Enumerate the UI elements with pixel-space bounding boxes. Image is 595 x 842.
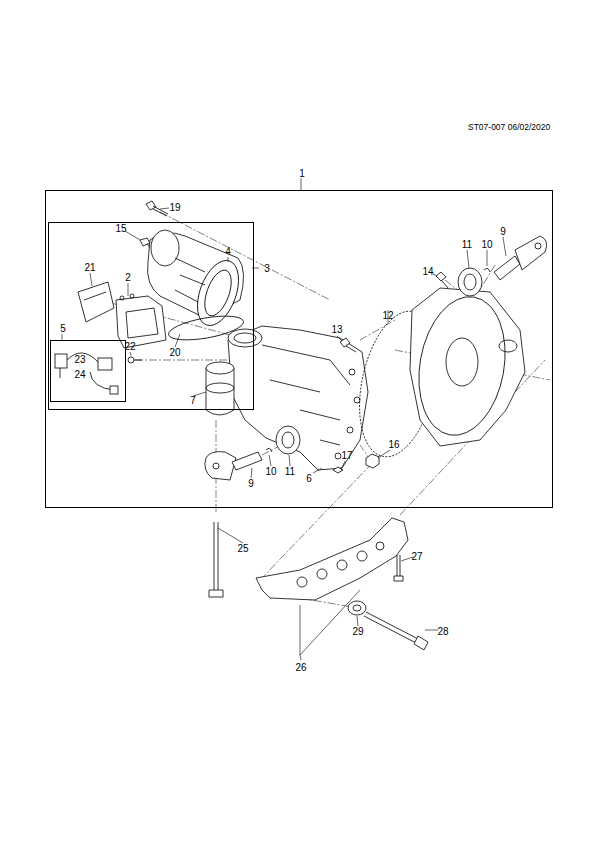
center-line — [100, 212, 550, 608]
gear-housing — [228, 326, 368, 470]
callout-number: 26 — [295, 663, 306, 673]
callout-number: 7 — [190, 396, 196, 406]
crossmember — [256, 518, 408, 600]
group-frame: 35 — [48, 222, 254, 410]
callout-number: 23 — [74, 355, 85, 365]
callout-number: 17 — [341, 451, 352, 461]
group-frame: 5 — [50, 340, 126, 402]
bolt — [340, 338, 356, 352]
callout-number: 10 — [265, 467, 276, 477]
callout-number: 6 — [306, 474, 312, 484]
callout-number: 2 — [125, 273, 131, 283]
callout-number: 5 — [60, 324, 66, 334]
callout-number: 3 — [264, 264, 270, 274]
bushing — [348, 601, 366, 615]
bolt — [394, 555, 403, 581]
callout-number: 22 — [124, 342, 135, 352]
bolt — [146, 201, 168, 216]
callout-number: 20 — [169, 348, 180, 358]
callout-number: 24 — [74, 370, 85, 380]
callout-number: 4 — [225, 247, 231, 257]
pitman-shaft — [205, 452, 262, 480]
bushing — [206, 362, 234, 415]
callout-number: 28 — [437, 627, 448, 637]
cover — [408, 288, 525, 446]
callout-number: 15 — [115, 224, 126, 234]
callout-number: 27 — [411, 552, 422, 562]
callout-number: 12 — [382, 311, 393, 321]
bolt — [436, 272, 448, 288]
callout-number: 9 — [500, 227, 506, 237]
clip — [484, 268, 490, 272]
leader-line — [62, 178, 506, 660]
callout-number: 10 — [481, 240, 492, 250]
bolt — [364, 612, 428, 650]
callout-number: 13 — [331, 325, 342, 335]
group-frame: 13 5 — [45, 190, 553, 508]
bolt — [209, 522, 223, 597]
callout-number: 29 — [352, 627, 363, 637]
screw — [128, 357, 142, 363]
pitman-shaft — [494, 236, 547, 280]
nut — [366, 454, 379, 468]
bolt — [333, 467, 343, 473]
callout-number: 19 — [169, 203, 180, 213]
callout-number: 11 — [462, 240, 472, 250]
callout-number: 16 — [388, 440, 399, 450]
seal — [458, 268, 482, 296]
bracket — [78, 282, 114, 322]
clip — [266, 448, 272, 452]
reference-code: ST07-007 06/02/2020 — [468, 123, 550, 132]
callout-number: 11 — [285, 467, 295, 477]
callout-number: 21 — [84, 263, 95, 273]
callout-number: 14 — [422, 267, 433, 277]
callout-number: 1 — [299, 169, 305, 179]
callout-number: 25 — [237, 544, 248, 554]
wiring-harness — [55, 353, 118, 394]
seal — [276, 426, 300, 454]
callout-number: 9 — [248, 479, 254, 489]
